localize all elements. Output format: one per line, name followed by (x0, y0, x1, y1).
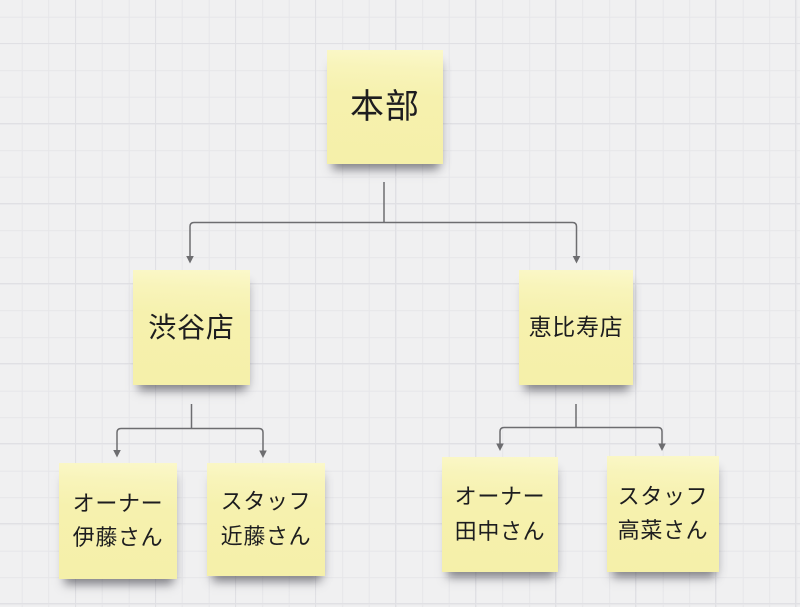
sticky-note-shibuya-staff[interactable]: スタッフ 近藤さん (207, 463, 325, 576)
arrowhead-down-icon (658, 443, 666, 451)
arrowhead-down-icon (186, 256, 194, 264)
connector-hq-children[interactable] (186, 182, 581, 264)
sticky-note-ebisu-staff[interactable]: スタッフ 高菜さん (607, 456, 719, 572)
sticky-note-shibuya-owner-label: オーナー 伊藤さん (72, 490, 164, 550)
sticky-note-ebisu-owner-label: オーナー 田中さん (454, 484, 546, 544)
sticky-note-shibuya-label: 渋谷店 (148, 311, 235, 343)
sticky-note-ebisu-staff-label: スタッフ 高菜さん (617, 483, 709, 543)
sticky-note-hq-label: 本部 (349, 87, 421, 126)
sticky-note-ebisu[interactable]: 恵比寿店 (519, 270, 633, 385)
connector-shibuya-children[interactable] (113, 404, 267, 458)
sticky-note-shibuya-owner[interactable]: オーナー 伊藤さん (59, 463, 177, 579)
sticky-note-hq[interactable]: 本部 (327, 50, 443, 164)
sticky-note-ebisu-owner[interactable]: オーナー 田中さん (442, 457, 558, 572)
connector-ebisu-children[interactable] (496, 404, 666, 451)
arrowhead-down-icon (113, 450, 121, 458)
sticky-note-shibuya-staff-label: スタッフ 近藤さん (220, 489, 312, 549)
sticky-note-ebisu-label: 恵比寿店 (528, 313, 624, 340)
arrowhead-down-icon (572, 256, 581, 264)
arrowhead-down-icon (496, 443, 504, 451)
arrowhead-down-icon (259, 450, 267, 458)
sticky-note-shibuya[interactable]: 渋谷店 (133, 270, 250, 385)
